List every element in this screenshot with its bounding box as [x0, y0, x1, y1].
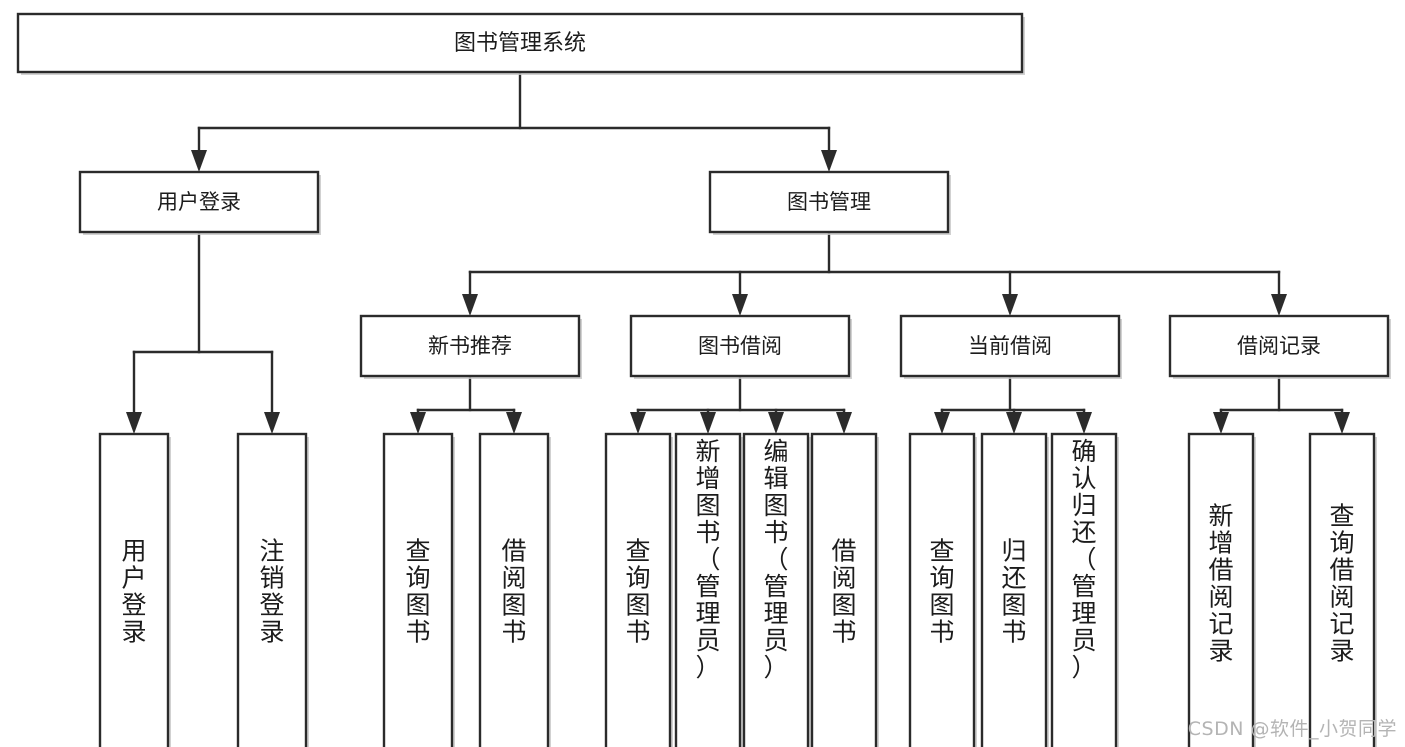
arrowhead-icon	[630, 412, 646, 434]
node-label: 图书管理	[787, 190, 871, 214]
node-label: 借阅图书	[501, 537, 526, 647]
node-leaf-query-book-3[interactable]: 查询图书	[908, 432, 977, 747]
node-label: 查询借阅记录	[1329, 502, 1354, 666]
arrowhead-icon	[1006, 412, 1022, 434]
arrowhead-icon	[1076, 412, 1092, 434]
node-leaf-borrow-book-1[interactable]: 借阅图书	[478, 432, 551, 747]
node-label: 编辑图书（管理员）	[763, 437, 788, 682]
node-leaf-user-login[interactable]: 用户登录	[98, 432, 171, 747]
arrowhead-icon	[264, 412, 280, 434]
node-leaf-query-borrow-record[interactable]: 查询借阅记录	[1308, 432, 1377, 747]
node-label: 借阅记录	[1237, 334, 1321, 358]
node-label: 查询图书	[405, 537, 430, 647]
node-leaf-query-book-2[interactable]: 查询图书	[604, 432, 673, 747]
arrowhead-icon	[1271, 294, 1287, 316]
arrowhead-icon	[410, 412, 426, 434]
arrowhead-icon	[821, 150, 837, 172]
arrowhead-icon	[836, 412, 852, 434]
arrowhead-icon	[732, 294, 748, 316]
node-leaf-confirm-return-admin[interactable]: 确认归还（管理员）	[1050, 432, 1119, 747]
node-label: 确认归还（管理员）	[1071, 437, 1096, 682]
arrowhead-icon	[506, 412, 522, 434]
node-label: 图书借阅	[698, 334, 782, 358]
node-leaf-add-borrow-record[interactable]: 新增借阅记录	[1187, 432, 1256, 747]
node-book-borrow[interactable]: 图书借阅	[629, 314, 852, 379]
node-label: 用户登录	[121, 537, 146, 647]
node-leaf-add-book-admin[interactable]: 新增图书（管理员）	[674, 432, 743, 747]
node-leaf-edit-book-admin[interactable]: 编辑图书（管理员）	[742, 432, 811, 747]
node-label: 用户登录	[157, 190, 241, 214]
arrowhead-icon	[934, 412, 950, 434]
node-label: 查询图书	[929, 537, 954, 647]
node-label: 新增图书（管理员）	[695, 437, 720, 682]
node-root[interactable]: 图书管理系统	[16, 12, 1025, 75]
arrowhead-icon	[126, 412, 142, 434]
node-borrow-record[interactable]: 借阅记录	[1168, 314, 1391, 379]
node-label: 当前借阅	[968, 334, 1052, 358]
arrowhead-icon	[1213, 412, 1229, 434]
arrowhead-icon	[191, 150, 207, 172]
node-book-manage[interactable]: 图书管理	[708, 170, 951, 235]
connector-layer	[126, 70, 1350, 434]
node-label: 借阅图书	[831, 537, 856, 647]
node-label: 注销登录	[259, 537, 284, 647]
node-label: 新书推荐	[428, 334, 512, 358]
node-label: 图书管理系统	[454, 31, 586, 56]
node-label: 归还图书	[1001, 537, 1026, 647]
node-user-login[interactable]: 用户登录	[78, 170, 321, 235]
node-new-book-recommend[interactable]: 新书推荐	[359, 314, 582, 379]
arrowhead-icon	[462, 294, 478, 316]
node-label: 查询图书	[625, 537, 650, 647]
arrowhead-icon	[700, 412, 716, 434]
node-leaf-logout[interactable]: 注销登录	[236, 432, 309, 747]
node-current-borrow[interactable]: 当前借阅	[899, 314, 1122, 379]
node-leaf-borrow-book-2[interactable]: 借阅图书	[810, 432, 879, 747]
arrowhead-icon	[1002, 294, 1018, 316]
node-label: 新增借阅记录	[1208, 502, 1233, 666]
arrowhead-icon	[768, 412, 784, 434]
node-layer: 图书管理系统用户登录图书管理新书推荐图书借阅当前借阅借阅记录用户登录注销登录查询…	[16, 12, 1391, 747]
node-leaf-query-book-1[interactable]: 查询图书	[382, 432, 455, 747]
arrowhead-icon	[1334, 412, 1350, 434]
node-leaf-return-book[interactable]: 归还图书	[980, 432, 1049, 747]
